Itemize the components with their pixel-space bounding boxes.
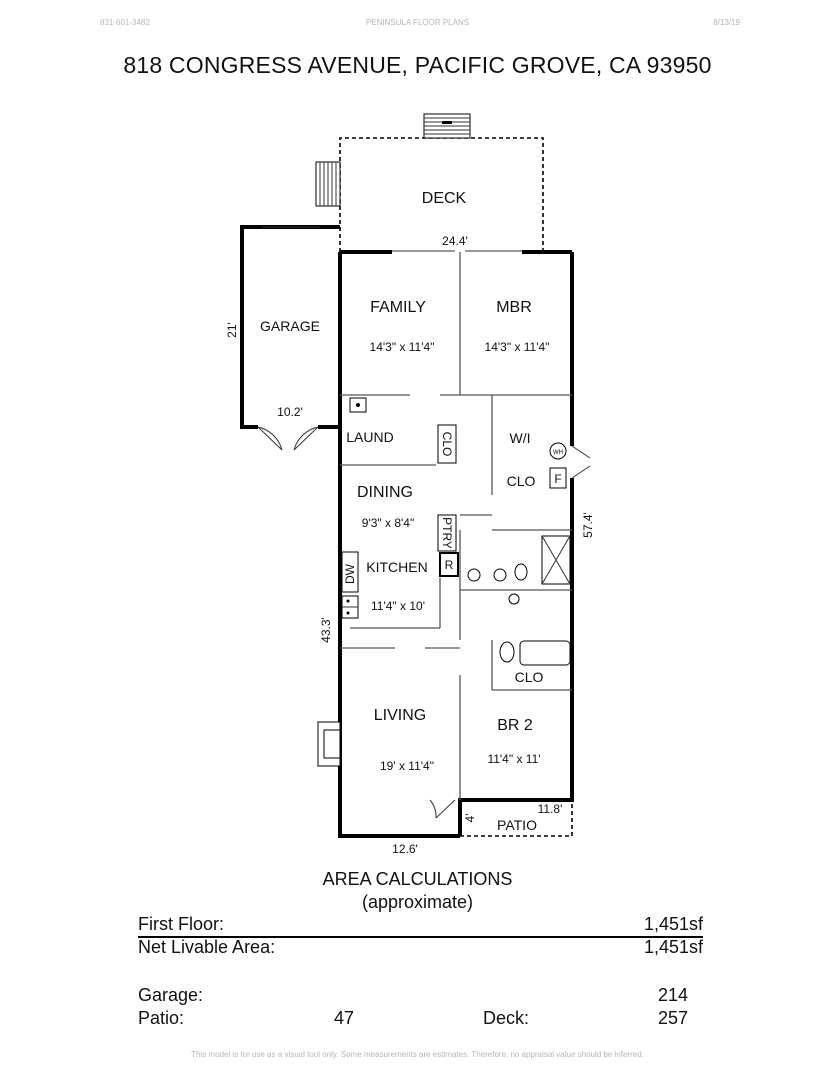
room-family-dims: 14'3" x 11'4" bbox=[370, 340, 435, 354]
room-patio: PATIO bbox=[497, 817, 537, 833]
net-livable-label: Net Livable Area: bbox=[138, 937, 276, 957]
patio-area-label: Patio: bbox=[138, 1008, 185, 1028]
deck-stairs-top bbox=[423, 113, 471, 139]
room-walk-in-closet: CLO bbox=[507, 473, 536, 489]
dim-garage-depth: 21' bbox=[225, 322, 239, 338]
dim-house-width: 12.6' bbox=[392, 842, 418, 856]
deck-area-label: Deck: bbox=[483, 1008, 530, 1028]
net-livable-row: Net Livable Area: 1,451sf bbox=[138, 937, 703, 958]
deck-stairs-side bbox=[315, 161, 341, 207]
room-living: LIVING bbox=[374, 707, 426, 724]
house-exterior-walls bbox=[338, 250, 591, 838]
patio-outline bbox=[460, 800, 573, 837]
room-walk-in: W/I bbox=[510, 430, 531, 446]
deck-area bbox=[315, 113, 544, 252]
kitchen-sink bbox=[341, 595, 359, 619]
header-date: 8/13/19 bbox=[713, 18, 740, 27]
closet-label: CLO bbox=[440, 432, 454, 457]
disclaimer-footer: This model is for use as a visual tool o… bbox=[191, 1050, 644, 1059]
garage-area-value: 214 bbox=[657, 985, 688, 1005]
area-calculations-title: AREA CALCULATIONS bbox=[322, 869, 513, 889]
dishwasher-label: DW bbox=[343, 563, 357, 584]
deck-area-value: 257 bbox=[657, 1008, 688, 1028]
refrigerator-label: R bbox=[445, 558, 454, 572]
room-mbr: MBR bbox=[496, 299, 532, 316]
dim-patio-depth: 4' bbox=[463, 814, 477, 823]
shower bbox=[541, 535, 571, 585]
room-kitchen: KITCHEN bbox=[366, 559, 427, 575]
garage-area-row: Garage: 214 bbox=[138, 985, 703, 1006]
room-br2: BR 2 bbox=[497, 717, 533, 734]
water-heater-label: WH bbox=[553, 450, 563, 456]
bathtub bbox=[499, 640, 571, 666]
refrigerator: R bbox=[439, 552, 459, 577]
dim-deck-width: 24.4' bbox=[442, 234, 468, 248]
pantry-label: PTRY bbox=[440, 517, 454, 549]
closet-unit: CLO bbox=[437, 424, 457, 464]
dishwasher: DW bbox=[341, 551, 359, 593]
patio-area-value: 47 bbox=[334, 1008, 355, 1028]
dim-garage-width: 10.2' bbox=[277, 405, 303, 419]
dim-house-depth: 57.4' bbox=[581, 512, 595, 538]
furnace-label: F bbox=[554, 472, 561, 486]
first-floor-label: First Floor: bbox=[138, 914, 225, 934]
room-family: FAMILY bbox=[370, 299, 426, 316]
garage-outline bbox=[240, 225, 340, 451]
interior-walls bbox=[340, 252, 572, 800]
bath-sinks bbox=[467, 563, 528, 605]
room-dining-dims: 9'3" x 8'4" bbox=[362, 516, 414, 530]
dim-left-depth: 43.3' bbox=[319, 617, 333, 643]
net-livable-value: 1,451sf bbox=[643, 937, 703, 957]
room-deck: DECK bbox=[422, 190, 467, 207]
room-mbr-dims: 14'3" x 11'4" bbox=[485, 340, 550, 354]
patio-deck-row: Patio: 47 Deck: 257 bbox=[138, 1008, 703, 1029]
room-br2-dims: 11'4" x 11' bbox=[487, 752, 540, 766]
property-address-title: 818 CONGRESS AVENUE, PACIFIC GROVE, CA 9… bbox=[123, 52, 712, 78]
room-dining: DINING bbox=[357, 484, 413, 501]
room-garage: GARAGE bbox=[260, 318, 320, 334]
water-heater: WH bbox=[549, 442, 567, 460]
area-calculations-subtitle: (approximate) bbox=[361, 892, 474, 912]
bath-closet-label: CLO bbox=[515, 669, 544, 685]
header-phone: 831-601-3482 bbox=[100, 18, 150, 27]
fireplace bbox=[317, 721, 341, 767]
garage-area-label: Garage: bbox=[138, 985, 204, 1005]
floor-plan: CLO PTRY R DW WH F bbox=[225, 113, 595, 856]
patio-door-swing bbox=[429, 799, 456, 819]
first-floor-value: 1,451sf bbox=[643, 914, 703, 934]
room-living-dims: 19' x 11'4" bbox=[380, 759, 434, 773]
first-floor-row: First Floor: 1,451sf bbox=[138, 914, 703, 938]
furnace: F bbox=[549, 467, 567, 489]
dim-patio-width: 11.8' bbox=[538, 802, 563, 816]
room-laundry: LAUND bbox=[346, 429, 393, 445]
laundry-sink bbox=[349, 397, 367, 413]
pantry-unit: PTRY bbox=[437, 514, 457, 552]
room-kitchen-dims: 11'4" x 10' bbox=[371, 599, 425, 613]
header-company: PENINSULA FLOOR PLANS bbox=[365, 18, 470, 27]
